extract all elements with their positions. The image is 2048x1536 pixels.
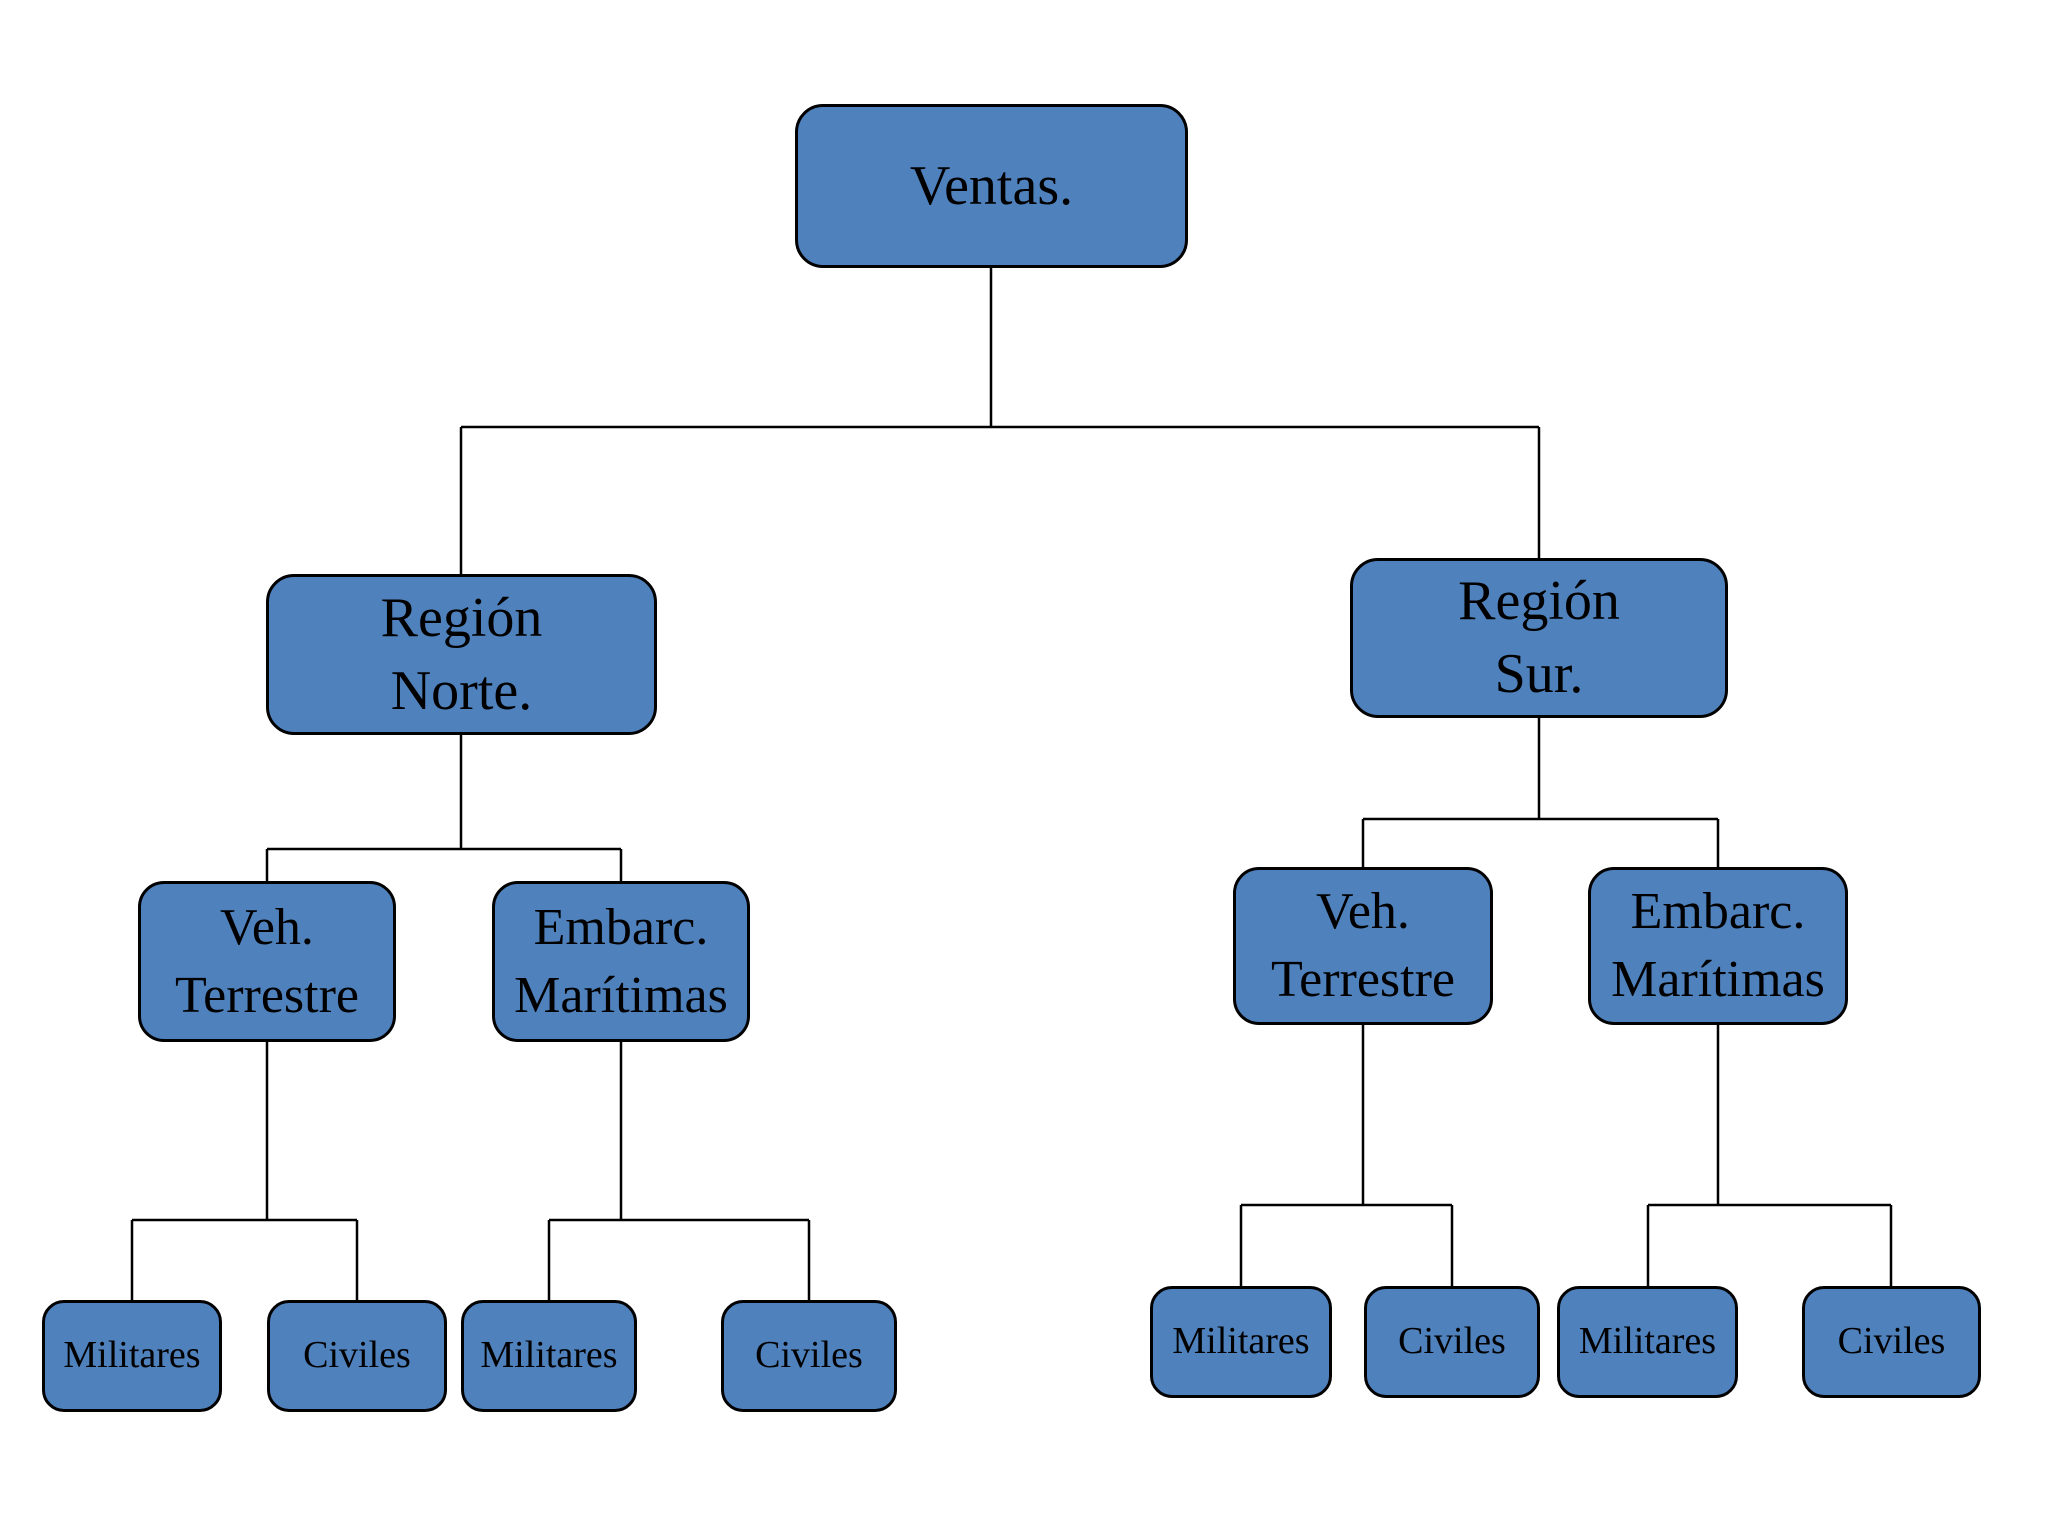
node-militares-norte-terrestre: Militares [42,1300,222,1412]
connector-ventas-to-regions [459,268,1541,574]
node-veh-terrestre-norte: Veh. Terrestre [138,881,396,1042]
node-civiles-sur-terrestre-label: Civiles [1398,1320,1506,1363]
node-militares-norte-terrestre-label: Militares [63,1334,201,1377]
node-civiles-norte-maritimas-label: Civiles [755,1334,863,1377]
node-militares-norte-maritimas: Militares [461,1300,637,1412]
connector-veh-terrestre-norte-to-children [130,1042,359,1300]
node-embarc-maritimas-sur-label: Embarc. Marítimas [1611,883,1825,1008]
node-civiles-sur-maritimas: Civiles [1802,1286,1981,1398]
node-militares-sur-maritimas: Militares [1557,1286,1738,1398]
node-embarc-maritimas-norte-label: Embarc. Marítimas [514,898,728,1024]
node-militares-sur-terrestre-label: Militares [1172,1320,1310,1363]
node-civiles-norte-maritimas: Civiles [721,1300,897,1412]
connector-region-sur-to-children [1361,718,1720,867]
node-civiles-norte-terrestre-label: Civiles [303,1334,411,1377]
node-region-norte: Región Norte. [266,574,657,735]
node-militares-sur-terrestre: Militares [1150,1286,1332,1398]
node-region-sur: Región Sur. [1350,558,1728,718]
connector-region-norte-to-children [265,735,623,881]
node-region-sur-label: Región Sur. [1458,570,1620,705]
node-civiles-sur-maritimas-label: Civiles [1837,1320,1946,1363]
node-veh-terrestre-sur-label: Veh. Terrestre [1270,883,1455,1008]
node-region-norte-label: Región Norte. [380,586,543,722]
node-ventas: Ventas. [795,104,1188,268]
node-civiles-norte-terrestre: Civiles [267,1300,447,1412]
connector-veh-terrestre-sur-to-children [1239,1025,1454,1286]
node-embarc-maritimas-sur: Embarc. Marítimas [1588,867,1848,1025]
node-militares-norte-maritimas-label: Militares [480,1334,618,1377]
node-ventas-label: Ventas. [909,154,1074,217]
node-veh-terrestre-sur: Veh. Terrestre [1233,867,1493,1025]
node-civiles-sur-terrestre: Civiles [1364,1286,1540,1398]
connector-embarc-maritimas-norte-to-children [547,1042,811,1300]
connector-embarc-maritimas-sur-to-children [1646,1025,1893,1286]
node-militares-sur-maritimas-label: Militares [1578,1320,1717,1363]
node-embarc-maritimas-norte: Embarc. Marítimas [492,881,750,1042]
node-veh-terrestre-norte-label: Veh. Terrestre [174,898,359,1024]
